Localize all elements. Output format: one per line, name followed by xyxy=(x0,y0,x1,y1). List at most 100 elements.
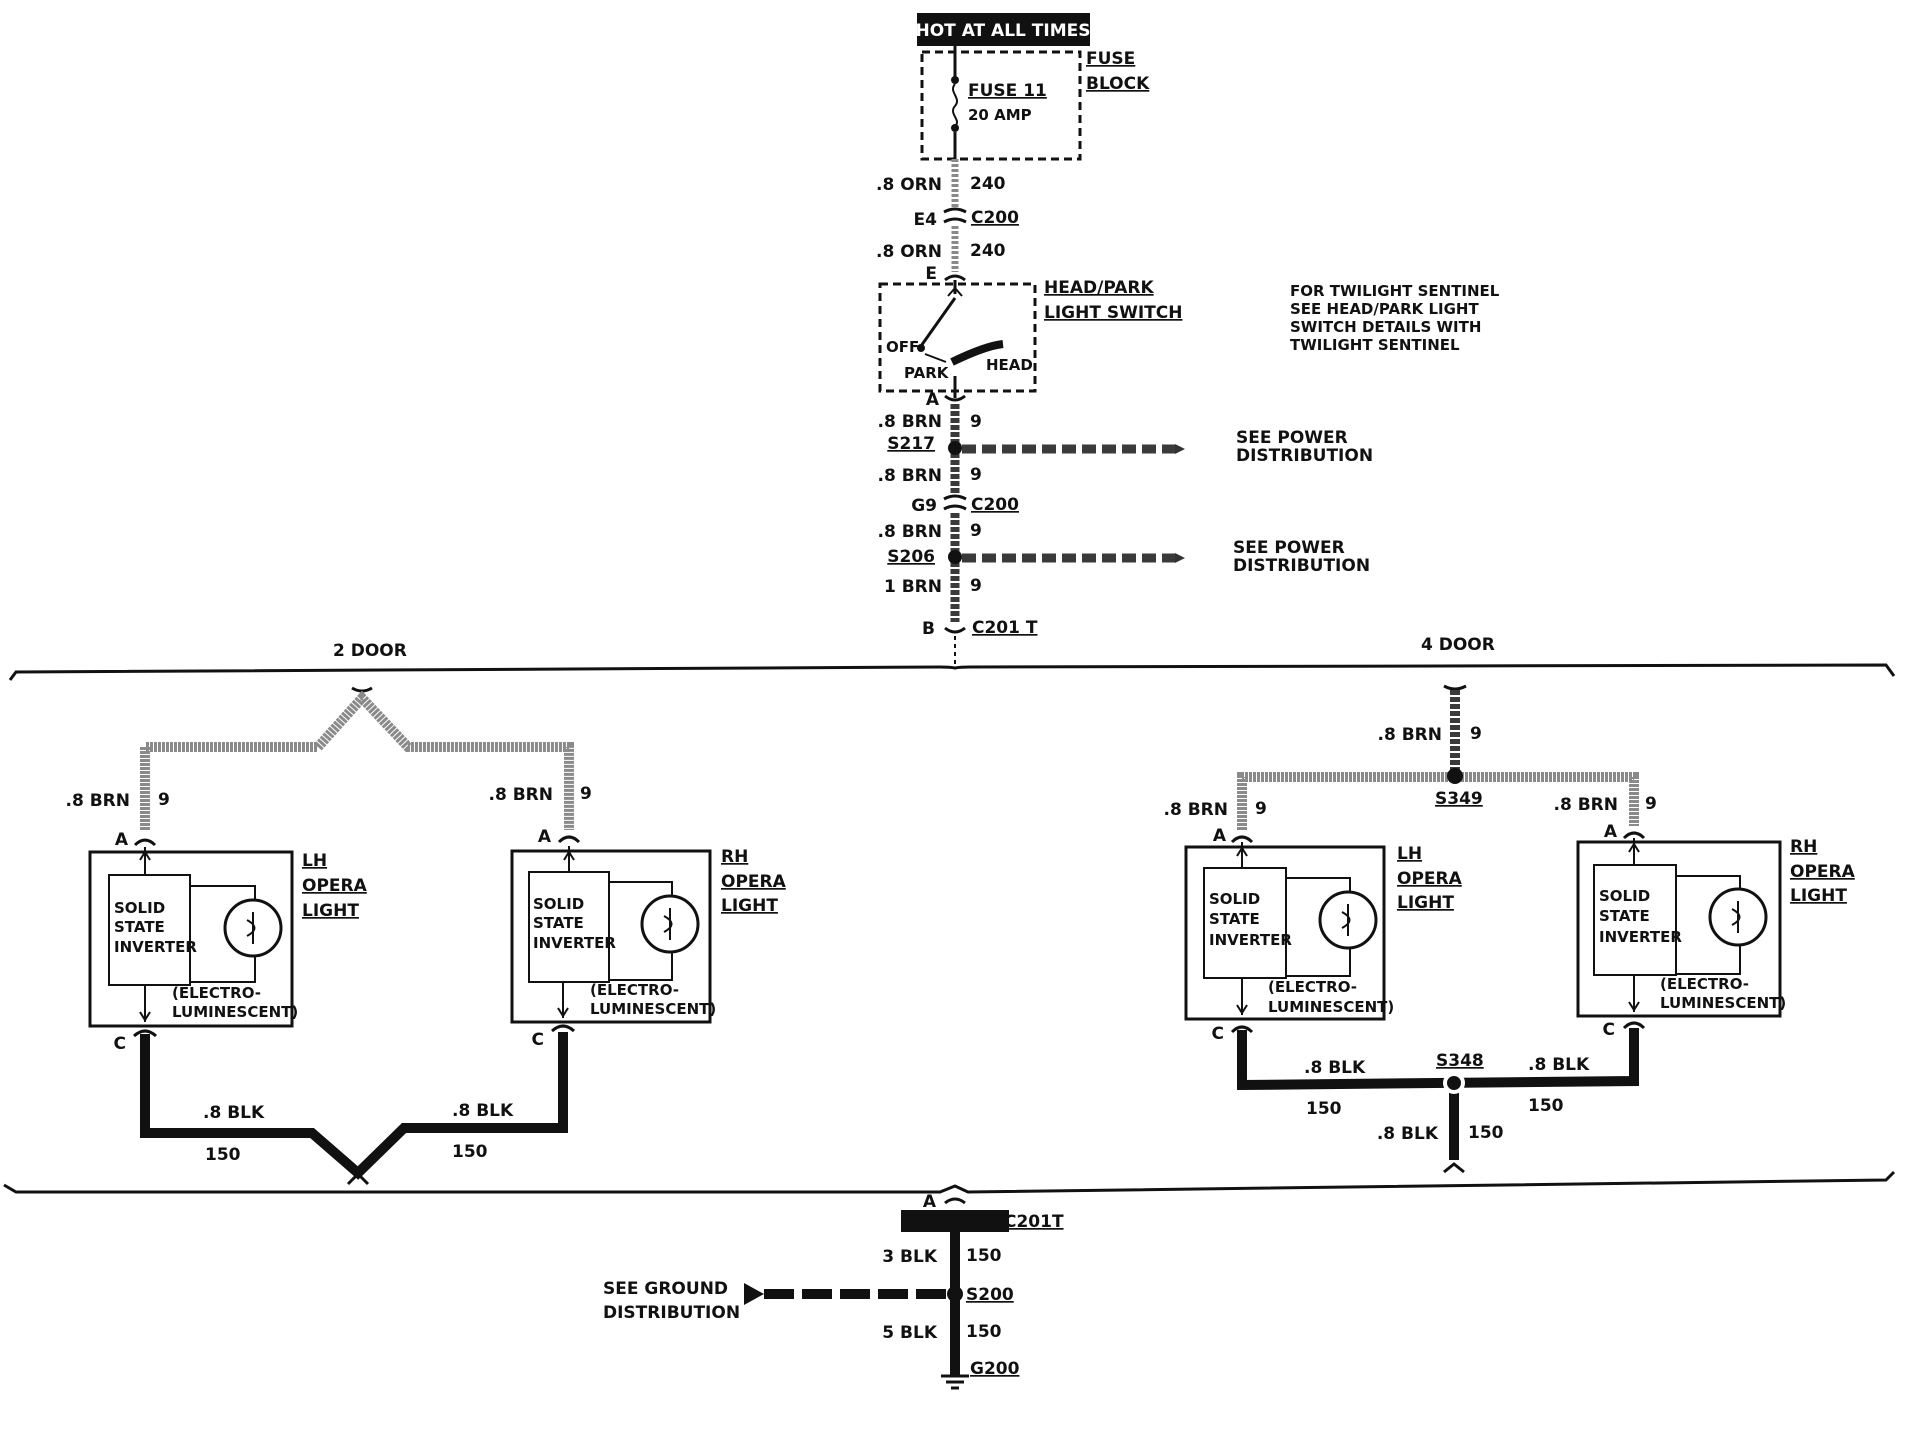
rh-2d-150-label: 150 xyxy=(452,1142,488,1162)
lh-4d-brn-label: .8 BRN xyxy=(1164,800,1228,820)
pin-e-label: E xyxy=(925,264,937,284)
svg-text:LH: LH xyxy=(302,851,327,871)
splice-s348-label: S348 xyxy=(1436,1051,1484,1071)
c200-pin-e4: E4 xyxy=(914,210,938,230)
svg-text:STATE: STATE xyxy=(114,918,165,936)
splice-s206 xyxy=(948,550,962,564)
c200-connector-top-female xyxy=(943,207,967,214)
rh-2d-circuit-label: 9 xyxy=(580,784,592,804)
svg-text:SOLID: SOLID xyxy=(1209,890,1260,908)
lh-opera-light-2-door: SOLID STATE INVERTER (ELECTRO- LUMINESCE… xyxy=(88,847,368,1028)
head-park-light-switch: OFF PARK HEAD HEAD/PARK LIGHT SWITCH A xyxy=(878,278,1182,410)
c201t-label: C201T xyxy=(1004,1212,1064,1232)
switch-input-connector xyxy=(944,274,966,282)
c201-connector-top xyxy=(944,626,966,634)
lh-2d-150-label: 150 xyxy=(205,1145,241,1165)
c201t-connector-body xyxy=(901,1210,1009,1232)
fuse-terminal-top xyxy=(951,76,959,84)
switch-blade xyxy=(919,297,957,347)
see-ground-line1: SEE GROUND xyxy=(603,1279,728,1299)
down-4d-blk-label: .8 BLK xyxy=(1377,1124,1439,1144)
circuit-9-label-3: 9 xyxy=(970,521,982,541)
splice-s349-label: S349 xyxy=(1435,789,1483,809)
see-power-1-line2: DISTRIBUTION xyxy=(1236,446,1373,466)
4d-feed-circuit-label: 9 xyxy=(1470,724,1482,744)
park-contact-mark xyxy=(924,353,947,363)
svg-text:(ELECTRO-: (ELECTRO- xyxy=(1660,975,1749,993)
circuit-150-label-1: 150 xyxy=(966,1246,1002,1266)
wire-3blk-label: 3 BLK xyxy=(882,1247,938,1267)
brn-wire-9: .8 BRN 9 S217 SEE POWER DISTRIBUTION .8 … xyxy=(878,404,1373,668)
lh-2d-pin-a: A xyxy=(115,830,129,850)
rh-2d-brn-label: .8 BRN xyxy=(489,785,553,805)
c200-label-top: C200 xyxy=(971,208,1019,228)
rh-opera-light-4-door: SOLID STATE INVERTER (ELECTRO- LUMINESCE… xyxy=(1576,837,1856,1018)
ground-icon xyxy=(941,1374,969,1390)
svg-text:OPERA: OPERA xyxy=(302,876,368,896)
fuse-name: FUSE 11 xyxy=(968,81,1047,101)
hot-at-all-times-header: HOT AT ALL TIMES xyxy=(916,13,1090,46)
svg-text:INVERTER: INVERTER xyxy=(533,934,616,952)
svg-text:OPERA: OPERA xyxy=(1397,869,1463,889)
lh-2d-circuit-label: 9 xyxy=(158,790,170,810)
c200-label-mid: C200 xyxy=(971,495,1019,515)
wire-brn-label-4: 1 BRN xyxy=(884,577,942,597)
svg-text:INVERTER: INVERTER xyxy=(114,938,197,956)
svg-text:(ELECTRO-: (ELECTRO- xyxy=(1268,978,1357,996)
wire-brn-label-1: .8 BRN xyxy=(878,412,942,432)
lh-4d-blk-label: .8 BLK xyxy=(1304,1058,1366,1078)
wire-brn-label-3: .8 BRN xyxy=(878,522,942,542)
splice-s217 xyxy=(948,441,962,455)
lh-4d-150-label: 150 xyxy=(1306,1099,1342,1119)
switch-head-label: HEAD xyxy=(986,356,1033,374)
svg-text:LUMINESCENT): LUMINESCENT) xyxy=(172,1003,298,1021)
rh-4d-pin-a: A xyxy=(1604,822,1618,842)
rh-2d-pin-a: A xyxy=(538,827,552,847)
svg-text:SOLID: SOLID xyxy=(533,895,584,913)
lh-2d-blk-label: .8 BLK xyxy=(203,1103,265,1123)
c200-connector-mid-female xyxy=(943,494,967,501)
down-4d-150-label: 150 xyxy=(1468,1123,1504,1143)
svg-text:OPERA: OPERA xyxy=(721,872,787,892)
lh-2d-brn-label: .8 BRN xyxy=(66,791,130,811)
ground-g200-label: G200 xyxy=(970,1359,1020,1379)
rh-4d-circuit-label: 9 xyxy=(1645,794,1657,814)
svg-text:LUMINESCENT): LUMINESCENT) xyxy=(1660,994,1786,1012)
splice-s349 xyxy=(1447,768,1463,784)
off-contact xyxy=(917,344,925,352)
fuse-rating: 20 AMP xyxy=(968,106,1032,124)
svg-text:TWILIGHT SENTINEL: TWILIGHT SENTINEL xyxy=(1290,336,1460,354)
lh-2d-pin-c: C xyxy=(114,1034,126,1054)
switch-pin-a: A xyxy=(926,390,940,410)
rh-4d-pin-c: C xyxy=(1603,1020,1615,1040)
see-power-2-line1: SEE POWER xyxy=(1233,538,1345,558)
circuit-9-label-2: 9 xyxy=(970,465,982,485)
see-ground-arrow-head xyxy=(744,1283,764,1305)
svg-text:OPERA: OPERA xyxy=(1790,862,1856,882)
svg-text:INVERTER: INVERTER xyxy=(1599,928,1682,946)
circuit-150-label-2: 150 xyxy=(966,1322,1002,1342)
orn-wire-240: .8 ORN 240 E4 C200 .8 ORN 240 E xyxy=(876,159,1019,284)
splice-s206-label: S206 xyxy=(887,547,935,567)
svg-text:STATE: STATE xyxy=(533,914,584,932)
option-bracket-bottom xyxy=(3,1170,1896,1194)
splice-s217-label: S217 xyxy=(887,434,935,454)
svg-text:LIGHT: LIGHT xyxy=(302,901,359,921)
c201t-pin-a: A xyxy=(923,1192,937,1212)
circuit-240-label-2: 240 xyxy=(970,241,1006,261)
see-power-2-line2: DISTRIBUTION xyxy=(1233,556,1370,576)
c201-pin-b: B xyxy=(922,619,935,639)
svg-text:(ELECTRO-: (ELECTRO- xyxy=(172,984,261,1002)
svg-text:LUMINESCENT): LUMINESCENT) xyxy=(590,1000,716,1018)
circuit-9-label-4: 9 xyxy=(970,576,982,596)
fuse-block: FUSE 11 20 AMP FUSE BLOCK xyxy=(920,46,1150,161)
rh-2d-blk-label: .8 BLK xyxy=(452,1101,514,1121)
see-power-1-line1: SEE POWER xyxy=(1236,428,1348,448)
switch-title-2: LIGHT SWITCH xyxy=(1044,303,1182,323)
see-ground-line2: DISTRIBUTION xyxy=(603,1303,740,1323)
svg-text:RH: RH xyxy=(1790,837,1817,857)
switch-title-1: HEAD/PARK xyxy=(1044,278,1154,298)
c201-top-label: C201 T xyxy=(972,618,1038,638)
fuse-symbol xyxy=(952,83,958,127)
